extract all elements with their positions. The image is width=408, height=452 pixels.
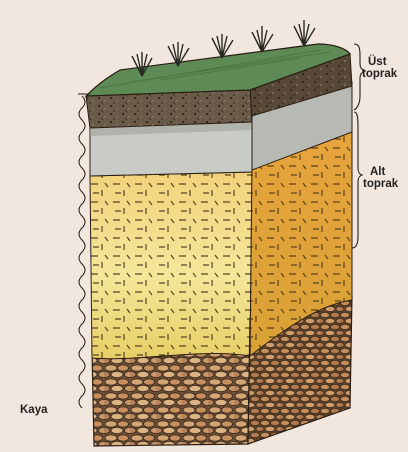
topsoil-label-line1: Üst	[368, 56, 387, 68]
topsoil-label-line2: toprak	[362, 68, 397, 80]
soil-side-face	[248, 54, 352, 444]
bedrock-label: Kaya	[20, 404, 48, 416]
subsoil-label-line1: Alt	[370, 166, 385, 178]
subsoil-label-line2: toprak	[363, 178, 398, 190]
bedrock-front	[92, 346, 250, 446]
soil-front-face	[86, 88, 252, 446]
